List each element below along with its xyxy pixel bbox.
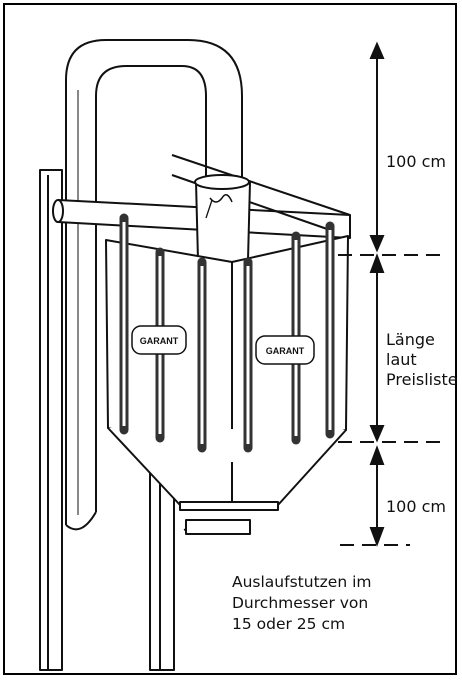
reference-lines bbox=[338, 254, 448, 546]
filling-sleeve bbox=[194, 174, 251, 265]
dimension-label-middle: Länge laut Preisliste bbox=[386, 330, 458, 390]
dimension-label-bottom: 100 cm bbox=[386, 497, 447, 516]
logo-text-right: GARANT bbox=[266, 346, 305, 356]
outlet-note-line2: Durchmesser von bbox=[232, 594, 369, 612]
garant-logo-right bbox=[255, 335, 315, 365]
outlet-note-line1: Auslaufstutzen im bbox=[232, 573, 372, 591]
left-post bbox=[39, 169, 63, 671]
logo-text-left: GARANT bbox=[140, 336, 179, 346]
dimension-label-top: 100 cm bbox=[386, 152, 447, 171]
garant-logo-left bbox=[131, 325, 187, 355]
outlet-note: Auslaufstutzen im Durchmesser von 15 ode… bbox=[232, 572, 371, 635]
dimension-label-middle-line1: Länge bbox=[386, 330, 435, 349]
big-bag bbox=[105, 235, 349, 535]
dimension-arrows bbox=[369, 41, 385, 547]
dimension-label-middle-line3: Preisliste bbox=[386, 370, 458, 389]
outlet-note-line3: 15 oder 25 cm bbox=[232, 615, 346, 633]
dimension-label-middle-line2: laut bbox=[386, 350, 417, 369]
